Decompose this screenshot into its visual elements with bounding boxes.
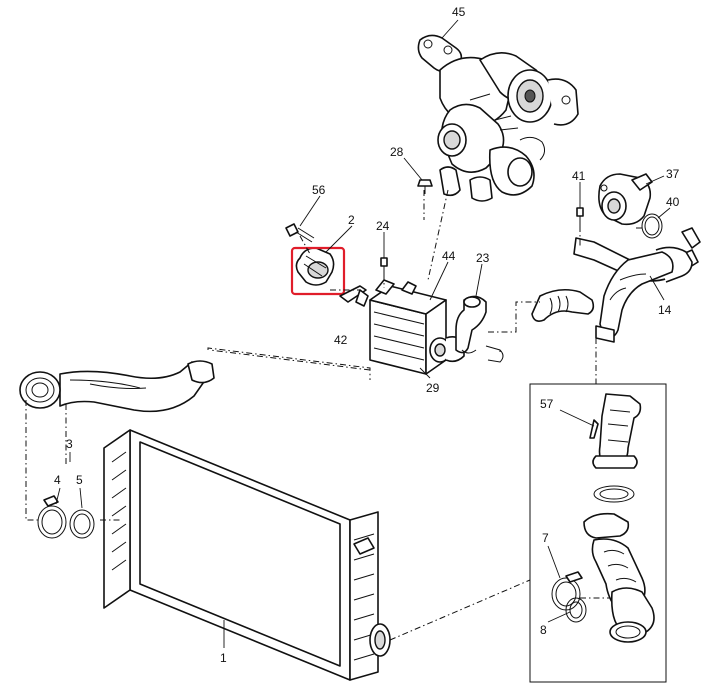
turbocharger [417, 34, 579, 202]
callout-42: 42 [334, 333, 348, 347]
callout-29: 29 [426, 381, 440, 395]
leader-lines [55, 19, 671, 648]
hose-23 [455, 295, 504, 363]
assembly-lines [25, 189, 644, 641]
callout-14: 14 [658, 303, 672, 317]
charge-air-cooler-radiator-1 [103, 429, 391, 681]
seal-5 [69, 509, 95, 539]
callout-2: 2 [348, 213, 355, 227]
callout-44: 44 [442, 249, 456, 263]
callout-28: 28 [390, 145, 404, 159]
callout-labels: 45 28 56 2 24 44 23 41 37 40 14 42 29 3 … [54, 5, 680, 665]
inset-detail [529, 383, 667, 683]
callout-7: 7 [542, 531, 549, 545]
callout-40: 40 [666, 195, 680, 209]
bolt-41 [576, 207, 584, 226]
callout-23: 23 [476, 251, 490, 265]
seal-40 [641, 213, 663, 239]
callout-37: 37 [666, 167, 680, 181]
callout-41: 41 [572, 169, 586, 183]
highlight-box [290, 246, 346, 296]
callout-45: 45 [452, 5, 466, 19]
callout-4: 4 [54, 473, 61, 487]
bolt-56 [285, 223, 315, 243]
throttle-body-37 [598, 173, 653, 226]
callout-8: 8 [540, 623, 547, 637]
callout-24: 24 [376, 219, 390, 233]
callout-5: 5 [76, 473, 83, 487]
charge-air-cooler-29 [369, 279, 465, 375]
callout-1: 1 [220, 651, 227, 665]
callout-56: 56 [312, 183, 326, 197]
charge-air-hose-3 [19, 360, 215, 413]
callout-57: 57 [540, 397, 554, 411]
bolt-24 [380, 257, 388, 274]
boost-pressure-sensor-2 [290, 246, 346, 296]
clamp-4 [37, 495, 67, 539]
charge-air-pipe-14 [531, 227, 701, 343]
bolt-28 [417, 179, 433, 194]
callout-3: 3 [66, 437, 73, 451]
